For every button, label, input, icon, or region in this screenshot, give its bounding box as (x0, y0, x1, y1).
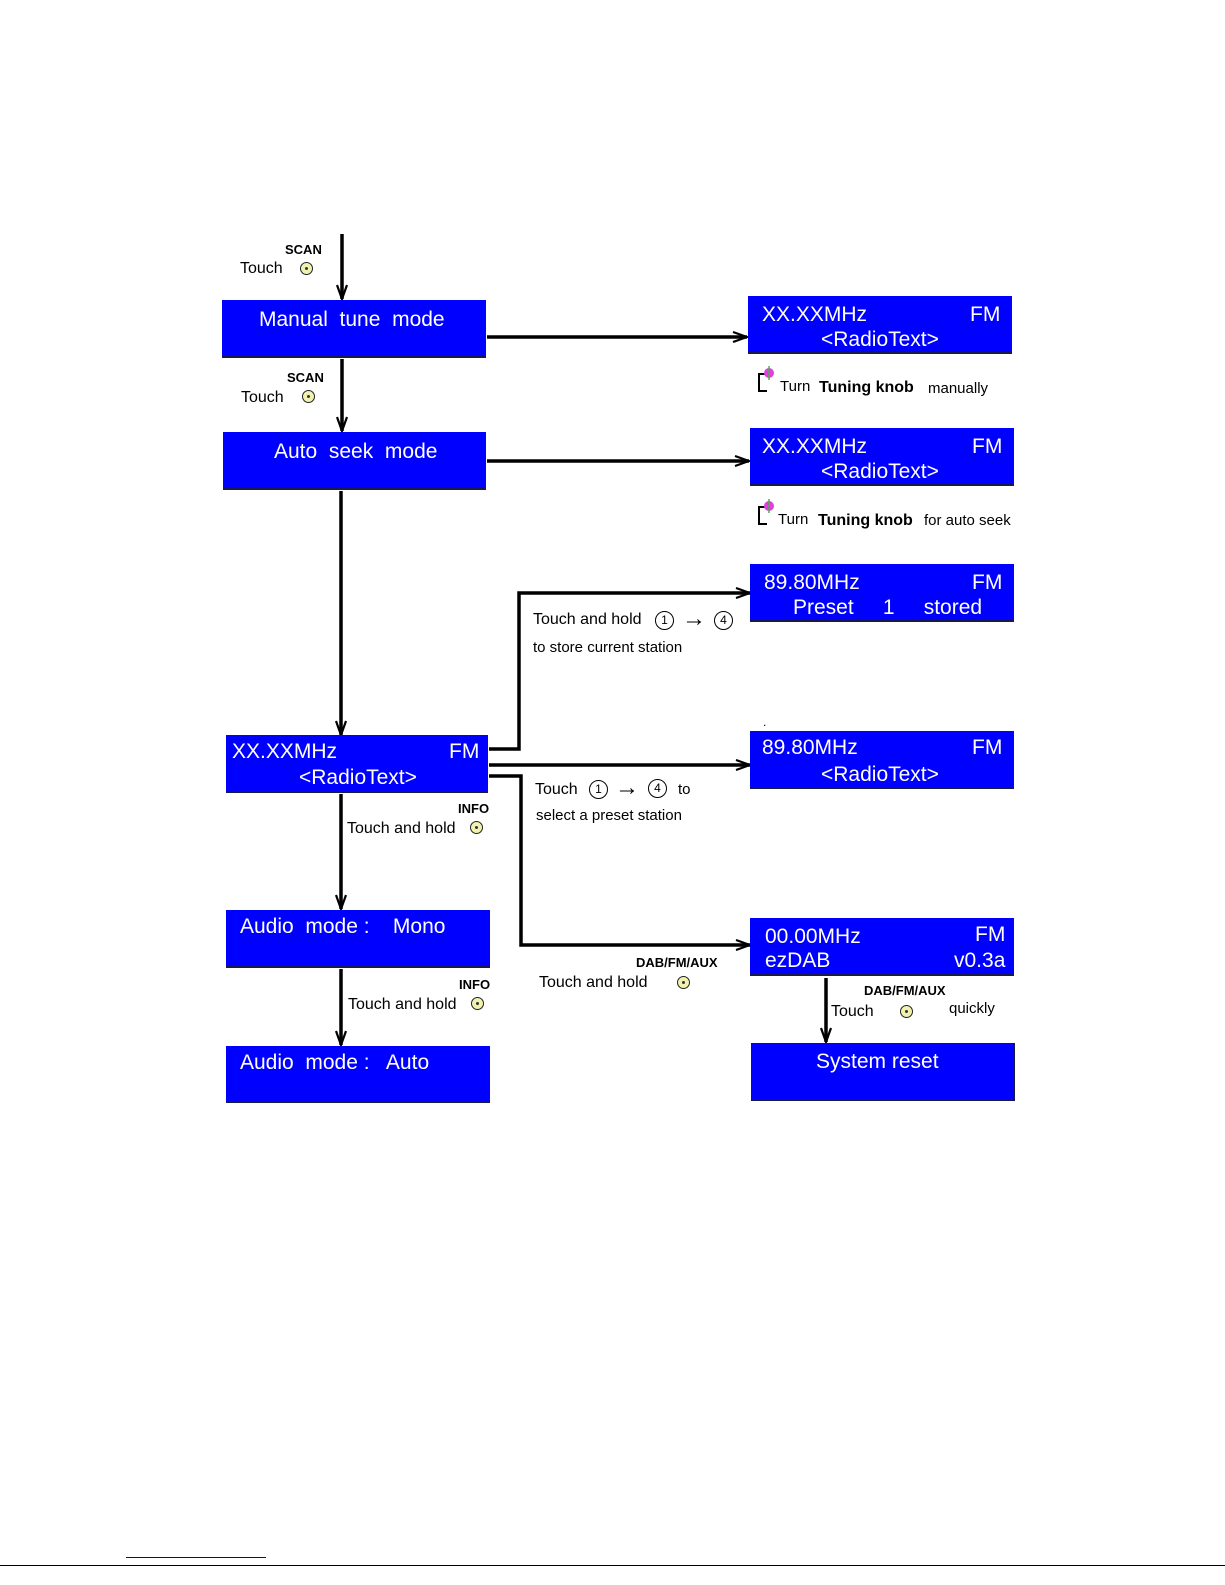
scan-button-label: SCAN (285, 242, 322, 257)
screen-version: 00.00MHz FM ezDAB v0.3a (750, 918, 1014, 976)
screen-radiotext: <RadioText> (821, 763, 939, 786)
screen-band: FM (975, 923, 1006, 946)
select-preset-label: select a preset station (536, 807, 682, 824)
screen-band: FM (972, 736, 1003, 759)
tuning-knob-icon (764, 499, 774, 513)
touch-hold-label: Touch and hold (533, 611, 642, 628)
screen-frequency: 89.80MHz (762, 736, 858, 759)
scan-button-label: SCAN (287, 370, 324, 385)
preset-4-icon: 4 (648, 779, 667, 798)
to-label: to (678, 781, 691, 798)
screen-text: Audio mode : Auto (240, 1051, 430, 1074)
knob-bracket-manual (758, 373, 767, 392)
info-button-label: INFO (459, 977, 491, 992)
screen-radiotext: <RadioText> (821, 460, 939, 483)
screen-frequency: 89.80MHz (764, 571, 860, 594)
preset-1-icon: 1 (655, 611, 674, 630)
screen-frequency: XX.XXMHz (232, 740, 338, 763)
stray-dot: . (763, 715, 767, 729)
info-button-icon (470, 821, 483, 834)
scan-button-icon (300, 262, 313, 275)
screen-band: FM (972, 571, 1003, 594)
screen-audio-mode-auto: Audio mode : Auto (226, 1046, 490, 1103)
store-station-label: to store current station (533, 639, 683, 656)
touch-label: Touch (240, 260, 283, 277)
dab-fm-aux-button-label: DAB/FM/AUX (864, 983, 946, 998)
dab-fm-aux-button-label: DAB/FM/AUX (636, 955, 718, 970)
touch-hold-label: Touch and hold (539, 974, 648, 991)
screen-preset-radiotext: 89.80MHz FM <RadioText> (750, 731, 1014, 789)
dab-fm-aux-button-icon (900, 1005, 913, 1018)
screen-manual-tune-mode: Manual tune mode (222, 300, 486, 358)
screen-text: Audio mode : Mono (240, 915, 446, 938)
screen-band: FM (970, 303, 1001, 326)
quickly-label: quickly (949, 1000, 995, 1017)
screen-auto-seek-mode: Auto seek mode (223, 432, 486, 490)
right-arrow-icon: → (682, 605, 706, 632)
screen-version-number: v0.3a (954, 949, 1006, 972)
info-button-label: INFO (458, 801, 490, 816)
preset-1-icon: 1 (589, 780, 608, 799)
right-arrow-icon: → (615, 774, 639, 801)
info-button-icon (471, 997, 484, 1010)
screen-preset-text: Preset 1 stored (793, 596, 983, 619)
screen-radiotext: <RadioText> (299, 766, 417, 789)
tuning-knob-label: Tuning knob (819, 379, 914, 396)
turn-label: Turn (780, 378, 811, 395)
screen-text: System reset (816, 1050, 939, 1073)
arrow-store-preset (489, 593, 750, 751)
page-bottom-line (0, 1565, 1225, 1566)
knob-bracket-auto (758, 506, 767, 525)
screen-preset-stored: 89.80MHz FM Preset 1 stored (750, 564, 1014, 622)
footnote-rule (126, 1557, 266, 1558)
screen-frequency: XX.XXMHz (762, 435, 868, 458)
preset-4-icon: 4 (714, 611, 733, 630)
screen-manual-radiotext: XX.XXMHz FM <RadioText> (748, 296, 1012, 354)
screen-radio-main: XX.XXMHz FM <RadioText> (226, 735, 488, 793)
touch-hold-label: Touch and hold (348, 996, 457, 1013)
tuning-knob-icon (764, 366, 774, 380)
screen-text: Auto seek mode (274, 440, 438, 463)
turn-label: Turn (778, 511, 809, 528)
screen-text: Manual tune mode (259, 308, 445, 331)
dab-fm-aux-button-icon (677, 976, 690, 989)
for-auto-seek-label: for auto seek (924, 512, 1011, 529)
screen-product-name: ezDAB (765, 949, 831, 972)
screen-audio-mode-mono: Audio mode : Mono (226, 910, 490, 968)
screen-frequency: XX.XXMHz (762, 303, 868, 326)
screen-band: FM (449, 740, 480, 763)
tuning-knob-label: Tuning knob (818, 512, 913, 529)
touch-hold-label: Touch and hold (347, 820, 456, 837)
touch-label: Touch (535, 781, 578, 798)
touch-label: Touch (241, 389, 284, 406)
screen-radiotext: <RadioText> (821, 328, 939, 351)
screen-frequency: 00.00MHz (765, 925, 861, 948)
arrow-version (489, 774, 750, 945)
manually-label: manually (928, 380, 989, 397)
screen-band: FM (972, 435, 1003, 458)
screen-system-reset: System reset (751, 1043, 1015, 1101)
screen-auto-radiotext: XX.XXMHz FM <RadioText> (750, 428, 1014, 486)
touch-label: Touch (831, 1003, 874, 1020)
scan-button-icon (302, 390, 315, 403)
